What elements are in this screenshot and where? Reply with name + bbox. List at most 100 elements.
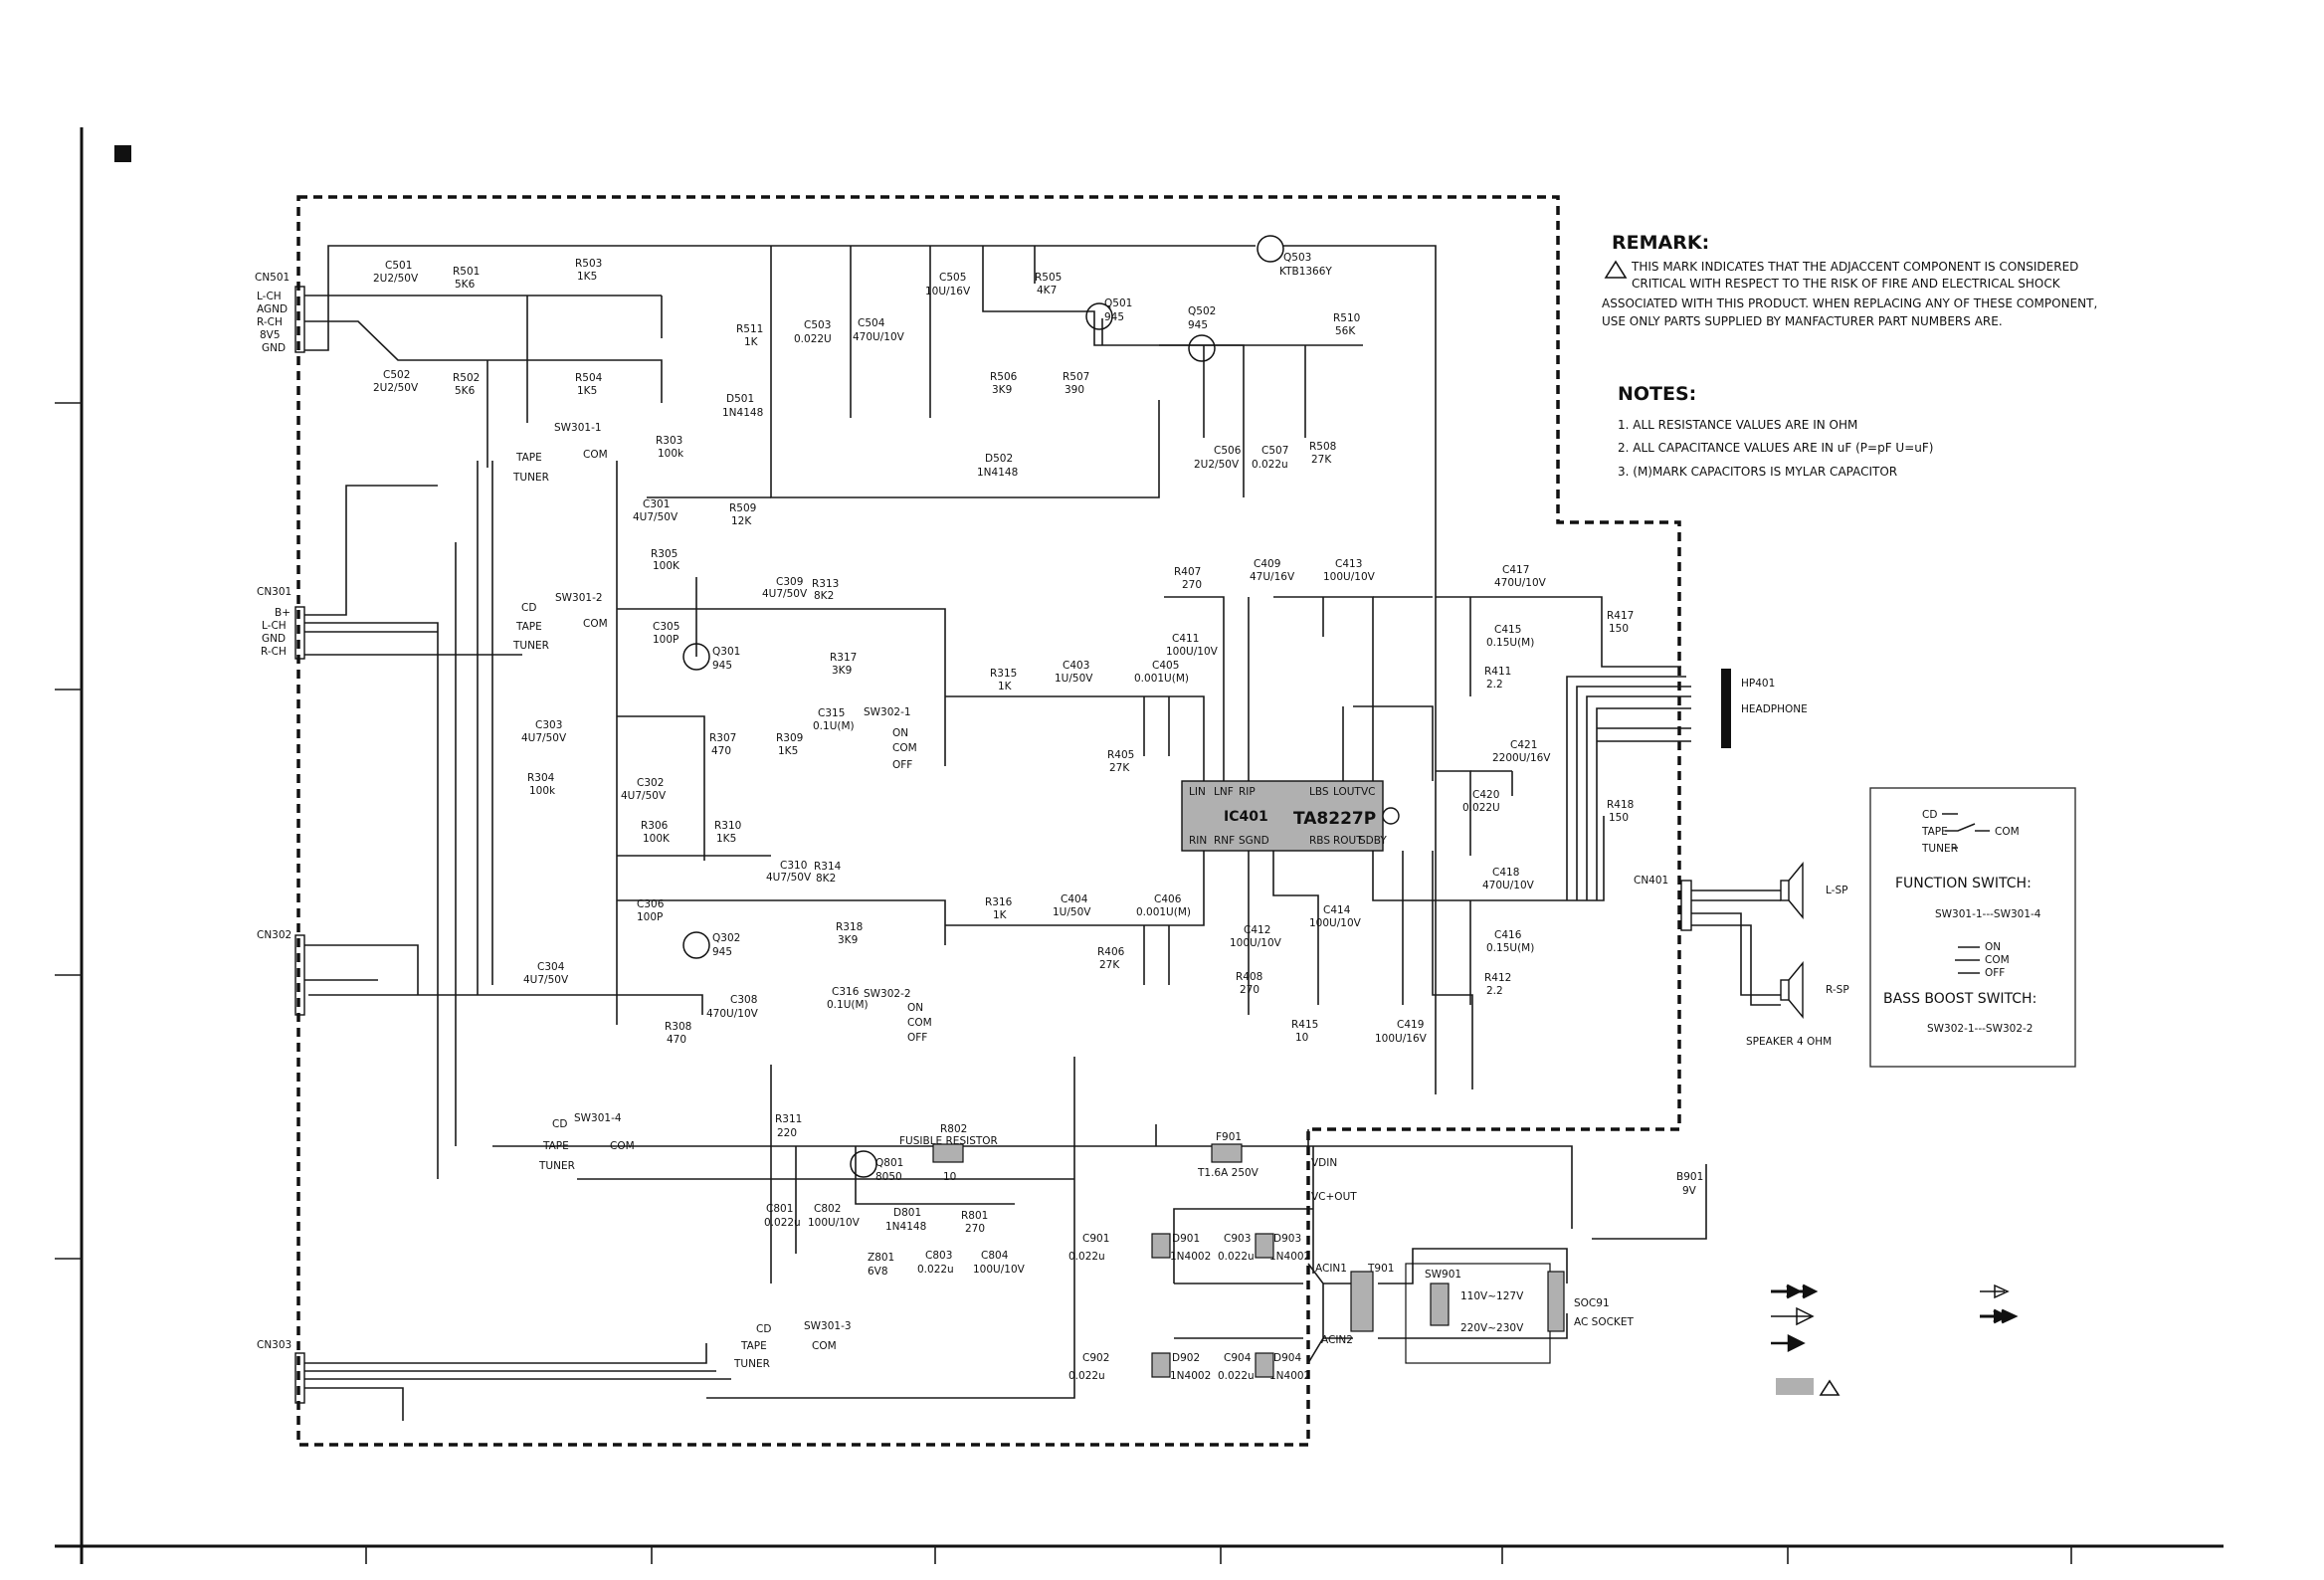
resistor-value: 270 [1240,984,1259,996]
svg-text:VDIN: VDIN [1311,1157,1337,1169]
capacitor-value: 0.022U [1462,802,1500,814]
transistor-value: 945 [712,660,732,672]
capacitor-value: 4U7/50V [633,511,678,523]
resistor-value: 2.2 [1486,985,1503,997]
svg-text:SW302-2: SW302-2 [864,988,911,1000]
resistor-ref: R316 [985,896,1013,908]
svg-text:AC SOCKET: AC SOCKET [1574,1316,1634,1328]
resistor-value: 470 [667,1034,686,1046]
svg-text:SDBY: SDBY [1359,835,1387,847]
resistor-ref: R318 [836,921,863,933]
resistor-ref: R407 [1174,566,1201,578]
capacitor-ref: C309 [776,576,803,588]
capacitor-value: 2U2/50V [373,273,419,285]
svg-text:TAPE: TAPE [740,1340,767,1352]
capacitor-ref: C416 [1494,929,1522,941]
resistor-value: 1K [998,681,1013,692]
svg-text:COM: COM [1985,954,2010,966]
note-item: 3. (M)MARK CAPACITORS IS MYLAR CAPACITOR [1618,465,1897,479]
svg-text:SW301-1: SW301-1 [554,422,602,434]
resistor-value: 100k [658,448,684,460]
svg-text:SW301-2: SW301-2 [555,592,603,604]
resistor-value: 2.2 [1486,679,1503,691]
capacitor-value: 470U/10V [706,1008,759,1020]
svg-text:COM: COM [583,618,608,630]
board-outline [296,195,1681,1447]
svg-text:T901: T901 [1367,1263,1394,1275]
svg-text:SOC91: SOC91 [1574,1297,1610,1309]
diode-ref: D904 [1273,1352,1301,1364]
power-section: R802 FUSIBLE RESISTOR 10 F901 T1.6A 250V… [899,1123,1703,1364]
capacitor-ref: C505 [939,272,966,284]
transistor-value: 8050 [875,1171,902,1183]
svg-text:TAPE: TAPE [542,1140,569,1152]
svg-text:RBS: RBS [1309,835,1330,847]
svg-text:COM: COM [892,742,917,754]
svg-text:CD: CD [1922,809,1937,821]
resistor-ref: R411 [1484,666,1511,678]
wiring [304,245,1781,1421]
resistor-value: 390 [1065,384,1084,396]
svg-text:L-CH: L-CH [262,620,287,632]
capacitor-ref: C502 [383,369,410,381]
capacitor-ref: C303 [535,719,562,731]
svg-text:HP401: HP401 [1741,678,1775,690]
resistor-value: 10 [1295,1032,1308,1044]
transistor-symbol [1257,235,1284,263]
resistor-ref: R502 [453,372,480,384]
resistor-value: 100k [529,785,556,797]
connector-cn303: CN303 [257,1339,305,1404]
capacitor-value: 10U/16V [925,286,971,297]
capacitor-value: 100U/10V [1323,571,1376,583]
capacitor-ref: C415 [1494,624,1521,636]
critical-diode-marker [1255,1233,1274,1259]
svg-text:FUSIBLE RESISTOR: FUSIBLE RESISTOR [899,1135,998,1147]
notes-block: NOTES: 1. ALL RESISTANCE VALUES ARE IN O… [1618,383,1933,479]
capacitor-ref: C305 [653,621,679,633]
resistor-value: 1K [993,909,1008,921]
svg-text:R-CH: R-CH [257,316,283,328]
speaker-left: L-SP [1780,862,1847,919]
svg-text:TUNER: TUNER [512,472,549,484]
capacitor-ref: C316 [832,986,860,998]
svg-text:ROUT: ROUT [1333,835,1363,847]
svg-text:R802: R802 [940,1123,967,1135]
capacitor-ref: C901 [1082,1233,1109,1245]
capacitor-value: 100P [637,911,663,923]
svg-text:SW301-1---SW301-4: SW301-1---SW301-4 [1935,908,2041,920]
svg-text:RIN: RIN [1189,835,1207,847]
resistor-value: 1K5 [577,385,597,397]
svg-text:ON: ON [892,727,908,739]
resistor-ref: R303 [656,435,682,447]
resistor-ref: R313 [812,578,839,590]
arrow-legend [1771,1284,2019,1396]
capacitor-value: 4U7/50V [766,872,812,884]
svg-text:TAPE: TAPE [1921,826,1948,838]
resistor-ref: R310 [714,820,741,832]
resistor-value: 5K6 [455,279,476,291]
capacitor-value: 4U7/50V [521,732,567,744]
capacitor-value: 0.1U(M) [827,999,869,1011]
transistor-symbol [1188,334,1216,362]
capacitor-ref: C902 [1082,1352,1109,1364]
capacitor-ref: C411 [1172,633,1199,645]
note-item: 1. ALL RESISTANCE VALUES ARE IN OHM [1618,418,1857,432]
transistor-ref: Q302 [712,932,740,944]
resistor-ref: R511 [736,323,763,335]
capacitor-value: 0.022u [1252,459,1288,471]
critical-diode-marker [1151,1233,1171,1259]
resistor-value: 100K [643,833,671,845]
capacitor-ref: C302 [637,777,664,789]
resistor-value: 27K [1311,454,1332,466]
capacitor-value: 470U/10V [1482,880,1535,891]
capacitor-ref: C310 [780,860,807,872]
resistor-ref: R418 [1607,799,1634,811]
capacitor-ref: C414 [1323,904,1351,916]
resistor-value: 100K [653,560,680,572]
svg-text:VC: VC [1361,786,1376,798]
svg-text:SW301-4: SW301-4 [574,1112,622,1124]
transistor-ref: Q503 [1283,252,1311,264]
capacitor-ref: C413 [1335,558,1362,570]
capacitor-ref: C301 [643,498,670,510]
svg-text:RIP: RIP [1239,786,1256,798]
